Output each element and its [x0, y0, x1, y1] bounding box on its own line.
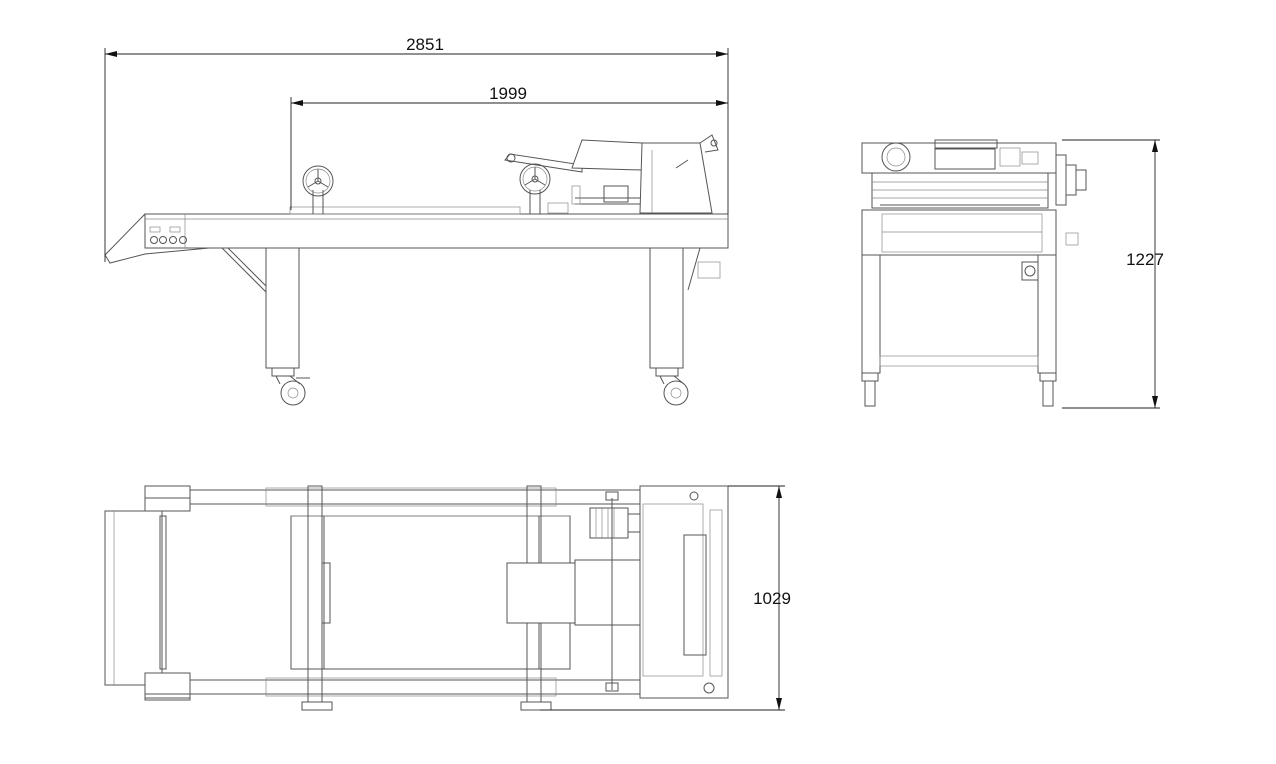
dimension-label-1999: 1999	[489, 84, 527, 103]
top-pressure-board	[506, 562, 583, 624]
top-rail-lower	[189, 679, 643, 695]
main-frame	[144, 213, 729, 249]
handwheel-left	[302, 165, 334, 214]
caster-right	[655, 367, 689, 406]
top-infeed-belt	[104, 510, 163, 686]
top-rail-upper	[189, 489, 643, 505]
control-panel	[149, 226, 187, 244]
front-caster-left	[864, 380, 876, 407]
leg-right	[649, 247, 684, 369]
front-caster-right	[1042, 380, 1054, 407]
front-frame	[861, 209, 1057, 256]
leg-left	[265, 247, 300, 369]
belt-top	[289, 206, 521, 215]
top-view	[104, 485, 729, 711]
caster-left	[271, 367, 310, 406]
brace-right	[687, 247, 701, 291]
top-motor	[589, 491, 641, 692]
dimension-label-2851: 2851	[406, 35, 444, 54]
dimension-overall-length: 2851	[104, 35, 729, 262]
handwheel-right	[519, 163, 551, 214]
front-handwheel	[1055, 154, 1087, 246]
brace-left	[221, 247, 267, 293]
dimension-frame-length: 1999	[290, 84, 728, 210]
front-roller-section	[871, 172, 1049, 209]
dimension-label-1029: 1029	[753, 589, 791, 608]
side-view	[104, 134, 729, 406]
dimension-label-1227: 1227	[1126, 250, 1164, 269]
front-leg-right	[1037, 254, 1057, 374]
infeed-chute	[104, 213, 221, 264]
upper-housing	[547, 134, 719, 214]
front-view	[861, 139, 1087, 407]
dimension-height: 1227	[1062, 139, 1164, 409]
front-leg-left	[861, 254, 881, 374]
pressure-arm	[504, 153, 583, 173]
dimension-width: 1029	[540, 485, 791, 711]
